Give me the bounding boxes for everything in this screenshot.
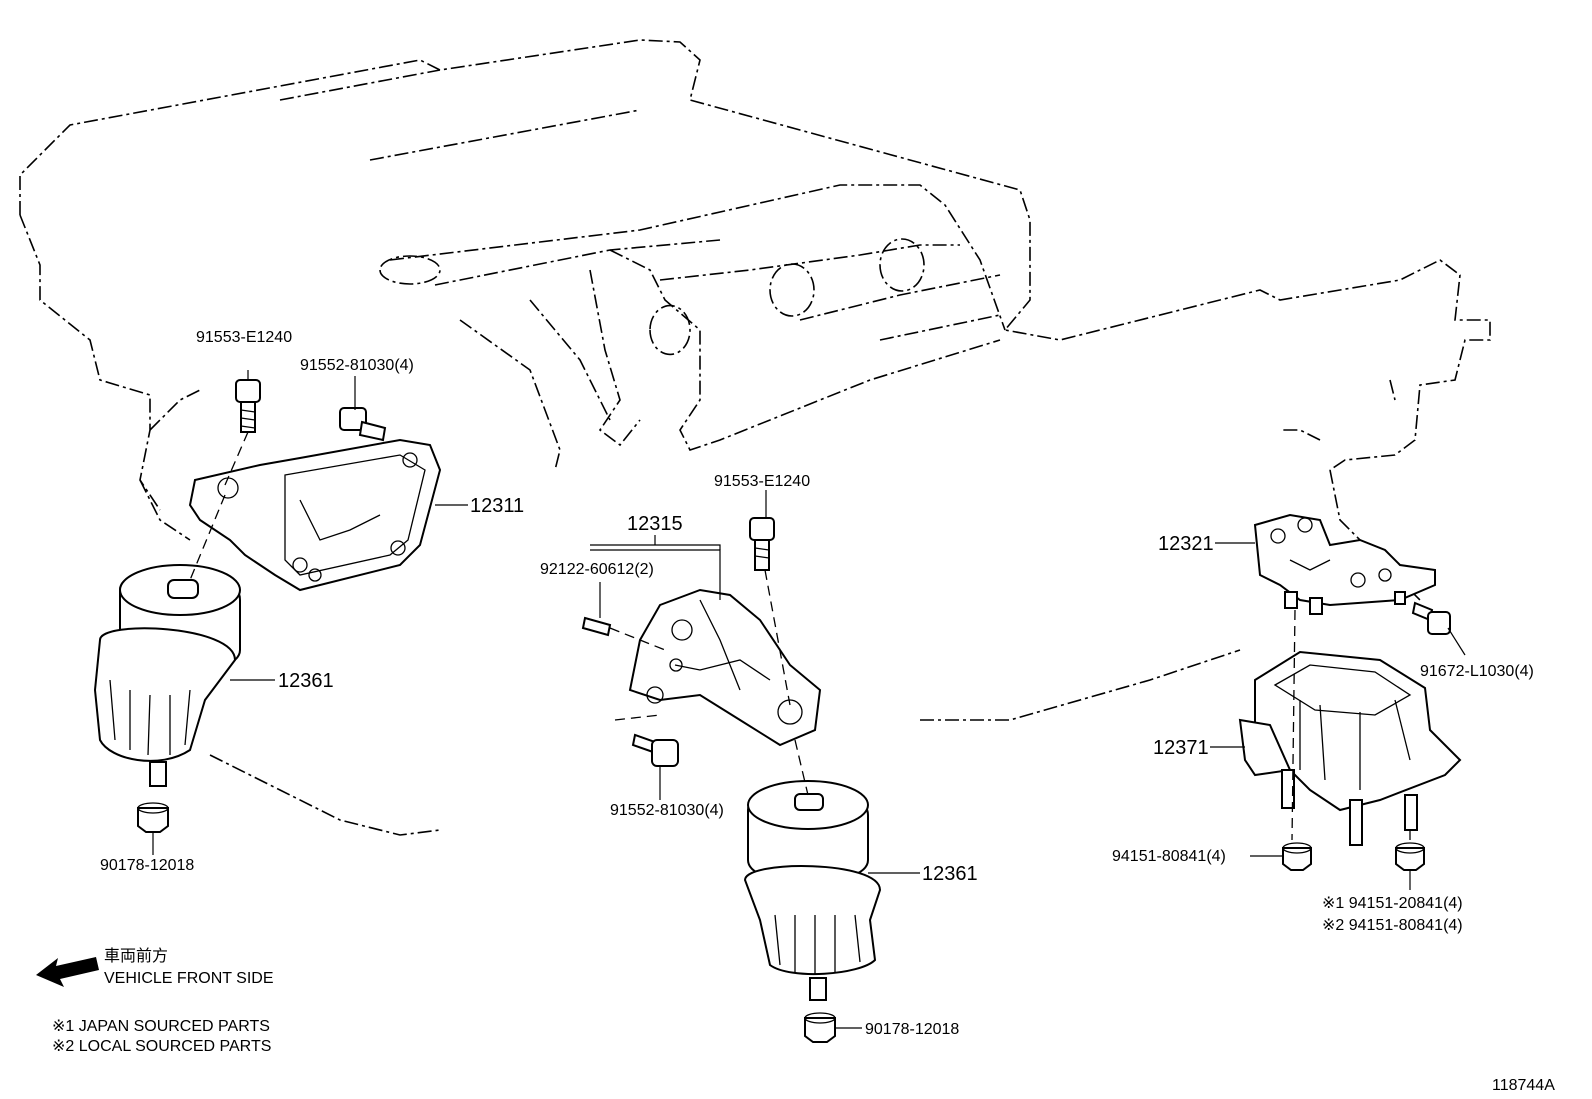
nut-94151-80841	[1282, 842, 1312, 871]
callout-94151-20841-japan: ※1 94151-20841(4)	[1322, 895, 1463, 912]
callout-94151-80841: 94151-80841(4)	[1112, 848, 1226, 865]
nut-90178-12018-center	[804, 1012, 836, 1043]
source-notes: ※1 JAPAN SOURCED PARTS ※2 LOCAL SOURCED …	[52, 1018, 271, 1055]
callout-94151-80841-local: ※2 94151-80841(4)	[1322, 917, 1463, 934]
diagram-id: 118744A	[1492, 1077, 1555, 1094]
front-side-label-en: VEHICLE FRONT SIDE	[104, 970, 274, 987]
callout-labels: 91553-E1240 91552-81030(4) 12311 12361 9…	[100, 329, 1534, 1038]
callout-91553-e1240-center: 91553-E1240	[714, 473, 810, 490]
bolt-91552-81030-left	[339, 407, 387, 442]
engine-bracket-12321	[1253, 513, 1436, 615]
callout-91672-l1030: 91672-L1030(4)	[1420, 663, 1534, 680]
callout-91552-81030-center: 91552-81030(4)	[610, 802, 724, 819]
stud-92122-60612	[581, 616, 612, 637]
callout-12315: 12315	[627, 513, 683, 535]
nut-90178-12018-left	[137, 802, 169, 833]
callout-12371: 12371	[1153, 737, 1209, 759]
leader-lines	[152, 370, 1466, 1029]
note-japan-sourced: ※1 JAPAN SOURCED PARTS	[52, 1018, 270, 1035]
callout-12361-left: 12361	[278, 670, 334, 692]
callout-91552-81030-left: 91552-81030(4)	[300, 357, 414, 374]
engine-bracket-12311	[188, 438, 442, 592]
callout-92122-60612: 92122-60612(2)	[540, 561, 654, 578]
bolt-91672-l1030	[1411, 601, 1451, 635]
callout-12361-center: 12361	[922, 863, 978, 885]
callout-90178-12018-center: 90178-12018	[865, 1021, 959, 1038]
engine-outline	[19, 39, 1491, 836]
rear-mount-group	[1238, 513, 1462, 871]
bolt-91553-e1240-center	[749, 517, 775, 571]
note-local-sourced: ※2 LOCAL SOURCED PARTS	[52, 1038, 271, 1055]
callout-12311: 12311	[470, 495, 524, 517]
engine-bracket-12315	[628, 588, 822, 747]
engine-insulator-12361-left	[93, 564, 241, 787]
center-mount-group	[581, 517, 882, 1043]
nut-94151-20841	[1395, 842, 1425, 871]
engine-insulator-12371	[1238, 650, 1462, 846]
callout-91553-e1240-left: 91553-E1240	[196, 329, 292, 346]
callout-12321: 12321	[1158, 533, 1214, 555]
left-mount-group	[93, 379, 442, 833]
bolt-91552-81030-center	[631, 733, 679, 767]
front-side-label-jp: 車両前方	[104, 947, 168, 965]
direction-legend: 車両前方 VEHICLE FRONT SIDE	[36, 947, 274, 987]
callout-90178-12018-left: 90178-12018	[100, 857, 194, 874]
arrow-left-icon	[36, 957, 99, 987]
bolt-91553-e1240-left	[235, 379, 261, 433]
engine-insulator-12361-center	[743, 780, 882, 1001]
